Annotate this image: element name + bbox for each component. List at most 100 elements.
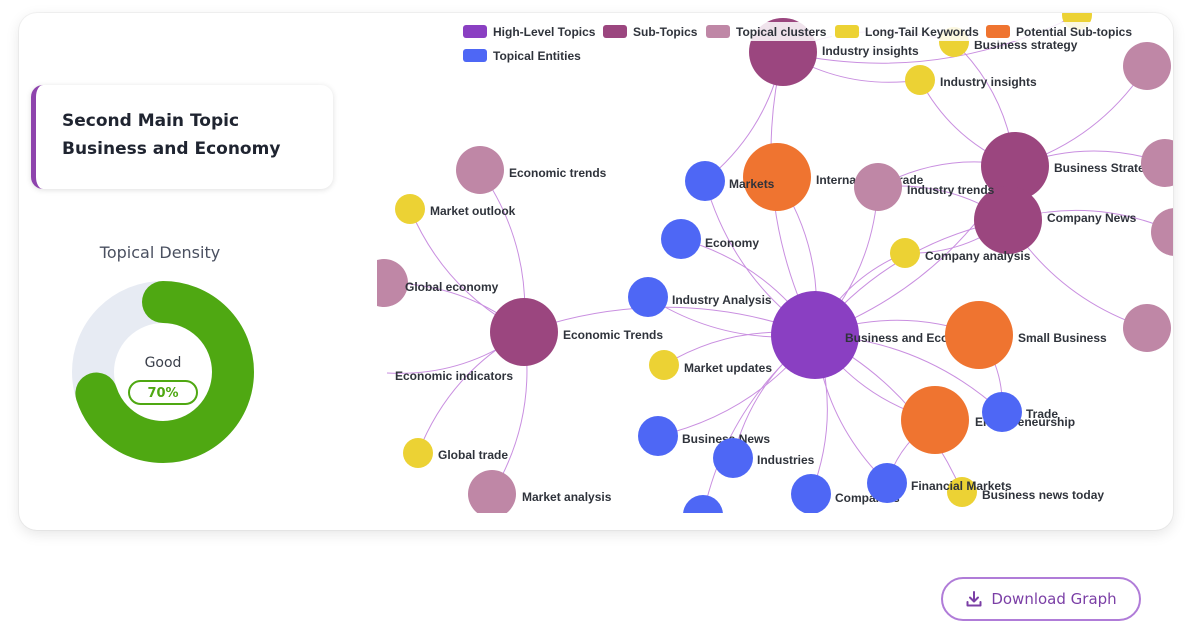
density-donut-chart: Good 70% (72, 281, 254, 463)
download-graph-button[interactable]: Download Graph (941, 577, 1141, 621)
graph-node-circle[interactable] (490, 298, 558, 366)
graph-node-global-economy-entity[interactable]: Global Economy (683, 495, 822, 513)
graph-node-market-analysis[interactable]: Market analysis (468, 470, 612, 513)
legend-label: Long-Tail Keywords (865, 25, 979, 39)
graph-node-circle[interactable] (981, 132, 1049, 200)
graph-node-economy[interactable]: Economy (661, 219, 759, 259)
graph-node-business-news-today[interactable]: Business news today (947, 477, 1104, 507)
graph-node-circle[interactable] (1141, 139, 1173, 187)
graph-node-circle[interactable] (713, 438, 753, 478)
legend-item-background (703, 22, 845, 41)
graph-node-financial-markets[interactable]: Financial Markets (867, 463, 1012, 503)
graph-node-label: Trade (1026, 407, 1058, 421)
graph-node-business-news[interactable]: Business News (638, 416, 770, 456)
graph-node-circle[interactable] (1123, 304, 1171, 352)
graph-node-circle[interactable] (403, 438, 433, 468)
topic-card: Second Main Topic Business and Economy T… (19, 13, 1173, 530)
graph-node-industry-insights-kw[interactable]: Industry insights (905, 65, 1037, 95)
graph-node-market-updates[interactable]: Market updates (649, 350, 772, 380)
graph-node-label: Company analysis (925, 249, 1031, 263)
graph-node-label: Industry trends (907, 183, 995, 197)
graph-node-label: Market outlook (430, 204, 516, 218)
graph-node-circle[interactable] (638, 416, 678, 456)
graph-node-trade[interactable]: Trade (982, 392, 1058, 432)
graph-node-circle[interactable] (905, 65, 935, 95)
graph-node-circle[interactable] (901, 386, 969, 454)
graph-node-circle[interactable] (947, 477, 977, 507)
graph-node-business-strategy-sub[interactable]: Business Strategy (981, 132, 1159, 200)
density-status-text: Good (145, 355, 182, 371)
graph-node-global-trade[interactable]: Global trade (403, 438, 508, 468)
graph-node-label: Business news today (982, 488, 1104, 502)
graph-node-label: Global trade (438, 448, 508, 462)
graph-node-industry-trends[interactable]: Industry trends (854, 163, 995, 211)
graph-node-circle[interactable] (1123, 42, 1171, 90)
graph-node-label: Financial Markets (911, 479, 1012, 493)
graph-node-circle[interactable] (982, 392, 1022, 432)
graph-node-circle[interactable] (945, 301, 1013, 369)
legend-item[interactable]: Topical Entities (460, 46, 602, 65)
graph-node-company-news[interactable]: Company News (974, 186, 1137, 254)
density-percent-text: 70% (147, 386, 178, 401)
graph-node-company-analysis[interactable]: Company analysis (890, 238, 1031, 268)
graph-node-co-2[interactable]: Co (1123, 304, 1173, 352)
graph-node-circle[interactable] (649, 350, 679, 380)
graph-node-circle[interactable] (456, 146, 504, 194)
topic-title-box: Second Main Topic Business and Economy (31, 85, 333, 189)
graph-legend: High-Level Topics Sub-Topics Topical clust… (460, 22, 1153, 65)
topic-title: Business and Economy (62, 139, 281, 159)
graph-node-label: Global Economy (727, 511, 822, 513)
graph-node-circle[interactable] (771, 291, 859, 379)
graph-node-economic-trends[interactable]: Economic Trends (490, 298, 663, 366)
graph-node-cluster-unlabeled[interactable] (1141, 139, 1173, 187)
graph-node-circle[interactable] (685, 161, 725, 201)
graph-node-circle[interactable] (468, 470, 516, 513)
density-donut-value-arc (72, 281, 254, 463)
legend-label: High-Level Topics (493, 25, 596, 39)
graph-node-circle[interactable] (890, 238, 920, 268)
graph-node-label: Economic indicators (395, 369, 513, 383)
graph-node-label: Market analysis (522, 490, 612, 504)
legend-label: Topical Entities (493, 49, 581, 63)
graph-node-circle[interactable] (661, 219, 701, 259)
graph-node-circle[interactable] (854, 163, 902, 211)
legend-item[interactable]: Sub-Topics (600, 22, 700, 41)
graph-node-co-1[interactable]: Co (1123, 42, 1173, 90)
graph-node-circle[interactable] (1151, 208, 1173, 256)
legend-item-background (983, 22, 1153, 41)
graph-node-small-business[interactable]: Small Business (945, 301, 1107, 369)
graph-node-label: Industry insights (940, 75, 1037, 89)
legend-swatch (986, 25, 1010, 38)
graph-node-circle[interactable] (683, 495, 723, 513)
legend-item[interactable]: Potential Sub-topics (983, 22, 1153, 41)
legend-label: Potential Sub-topics (1016, 25, 1132, 39)
legend-item-background (460, 46, 602, 65)
graph-node-circle[interactable] (974, 186, 1042, 254)
graph-node-economic-indicators[interactable]: Economic indicators (395, 369, 513, 383)
legend-label: Sub-Topics (633, 25, 698, 39)
download-graph-label: Download Graph (991, 590, 1117, 608)
graph-node-circle[interactable] (395, 194, 425, 224)
legend-label: Topical clusters (736, 25, 827, 39)
graph-node-label: Company News (1047, 211, 1137, 225)
graph-node-economic-trends-cluster[interactable]: Economic trends (456, 146, 607, 194)
legend-item[interactable]: Long-Tail Keywords (832, 22, 988, 41)
legend-swatch (835, 25, 859, 38)
graph-node-markets[interactable]: Markets (685, 161, 775, 201)
legend-item[interactable]: Topical clusters (703, 22, 845, 41)
graph-node-industries[interactable]: Industries (713, 438, 815, 478)
graph-node-label: Markets (729, 177, 775, 191)
graph-node-circle[interactable] (743, 143, 811, 211)
graph-node-label: Industry Analysis (672, 293, 772, 307)
graph-node-label: Industries (757, 453, 815, 467)
graph-node-cluster-unlabeled-2[interactable] (1151, 208, 1173, 256)
graph-node-global-economy-cluster[interactable]: Global economy (377, 259, 499, 307)
graph-node-circle[interactable] (377, 259, 408, 307)
graph-node-market-outlook[interactable]: Market outlook (395, 194, 516, 224)
graph-node-circle[interactable] (628, 277, 668, 317)
graph-node-industry-analysis[interactable]: Industry Analysis (628, 277, 772, 317)
graph-node-circle[interactable] (867, 463, 907, 503)
legend-item[interactable]: High-Level Topics (460, 22, 609, 41)
graph-node-circle[interactable] (791, 474, 831, 513)
